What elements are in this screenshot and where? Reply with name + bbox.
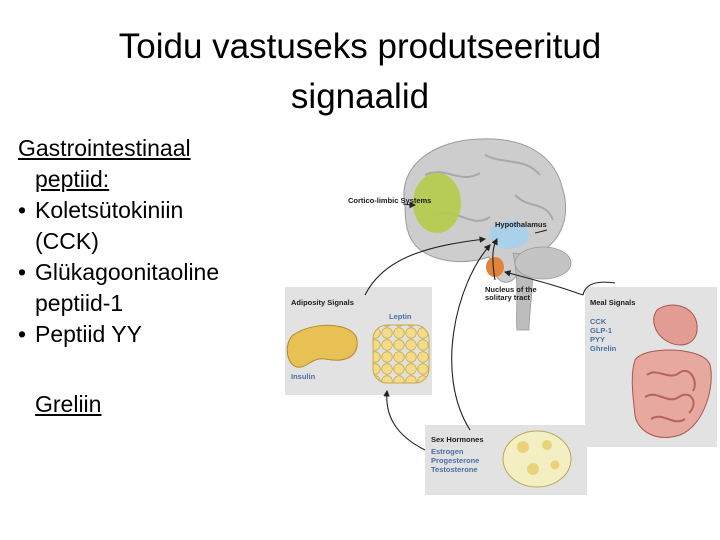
hypothalamus-label: Hypothalamus	[495, 220, 547, 229]
nucleus-region	[486, 257, 504, 277]
adipose-tissue-icon	[372, 324, 430, 384]
pancreas-icon	[286, 324, 358, 368]
bullet-list: • Koletsütokiniin (CCK) • Glükagoonitaol…	[18, 195, 278, 350]
item-line-1: Koletsütokiniin	[35, 197, 184, 223]
bullet-icon: •	[18, 259, 27, 285]
item-line-1: Peptiid YY	[35, 321, 142, 347]
sex-hormone-item: Estrogen	[431, 447, 464, 456]
hypothalamus-region	[489, 221, 529, 249]
leptin-label: Leptin	[389, 312, 412, 321]
heading-line-2: peptiid:	[35, 166, 110, 192]
list-item: • Glükagoonitaoline peptiid-1	[18, 257, 278, 319]
sex-hormone-item: Progesterone	[431, 456, 479, 465]
title-line-2: signaalid	[290, 77, 430, 116]
bullet-icon: •	[18, 321, 27, 347]
heading: Gastrointestinaal peptiid:	[18, 133, 278, 195]
ghrelin-link[interactable]: Greliin	[35, 391, 102, 417]
meal-item: PYY	[590, 335, 605, 344]
meal-item: CCK	[590, 317, 607, 326]
nucleus-label: Nucleus of the solitary tract	[485, 285, 539, 302]
gut-icon	[631, 304, 712, 438]
nucleus-label-line-1: Nucleus of the	[485, 285, 537, 294]
adiposity-signals-label: Adiposity Signals	[291, 298, 354, 307]
item-line-2: (CCK)	[35, 228, 99, 254]
bullet-icon: •	[18, 197, 27, 223]
meal-signals-label: Meal Signals	[590, 298, 635, 307]
meal-item: Ghrelin	[590, 344, 617, 353]
cortico-limbic-region	[413, 173, 461, 233]
meal-item: GLP-1	[590, 326, 612, 335]
cortico-limbic-label: Cortico-limbic Systems	[348, 196, 431, 205]
ovary-icon	[502, 430, 572, 488]
item-line-2: peptiid-1	[35, 290, 124, 316]
bullet-text: Gastrointestinaal peptiid: • Koletsütoki…	[18, 133, 278, 420]
nucleus-label-line-2: solitary tract	[485, 293, 531, 302]
figure-svg: Cortico-limbic Systems Hypothalamus Nucl…	[285, 138, 717, 495]
appetite-signals-figure: Cortico-limbic Systems Hypothalamus Nucl…	[285, 135, 717, 495]
slide-title: Toidu vastuseks produtseeritud signaalid	[60, 22, 660, 122]
item-line-1: Glükagoonitaoline	[35, 259, 220, 285]
title-line-1: Toidu vastuseks produtseeritud	[118, 27, 602, 66]
sex-hormones-label: Sex Hormones	[431, 435, 484, 444]
signal-arrows	[364, 201, 616, 451]
heading-line-1: Gastrointestinaal	[18, 135, 191, 161]
insulin-label: Insulin	[291, 372, 316, 381]
list-item: • Peptiid YY	[18, 319, 278, 350]
sex-hormone-item: Testosterone	[431, 465, 478, 474]
list-item: • Koletsütokiniin (CCK)	[18, 195, 278, 257]
